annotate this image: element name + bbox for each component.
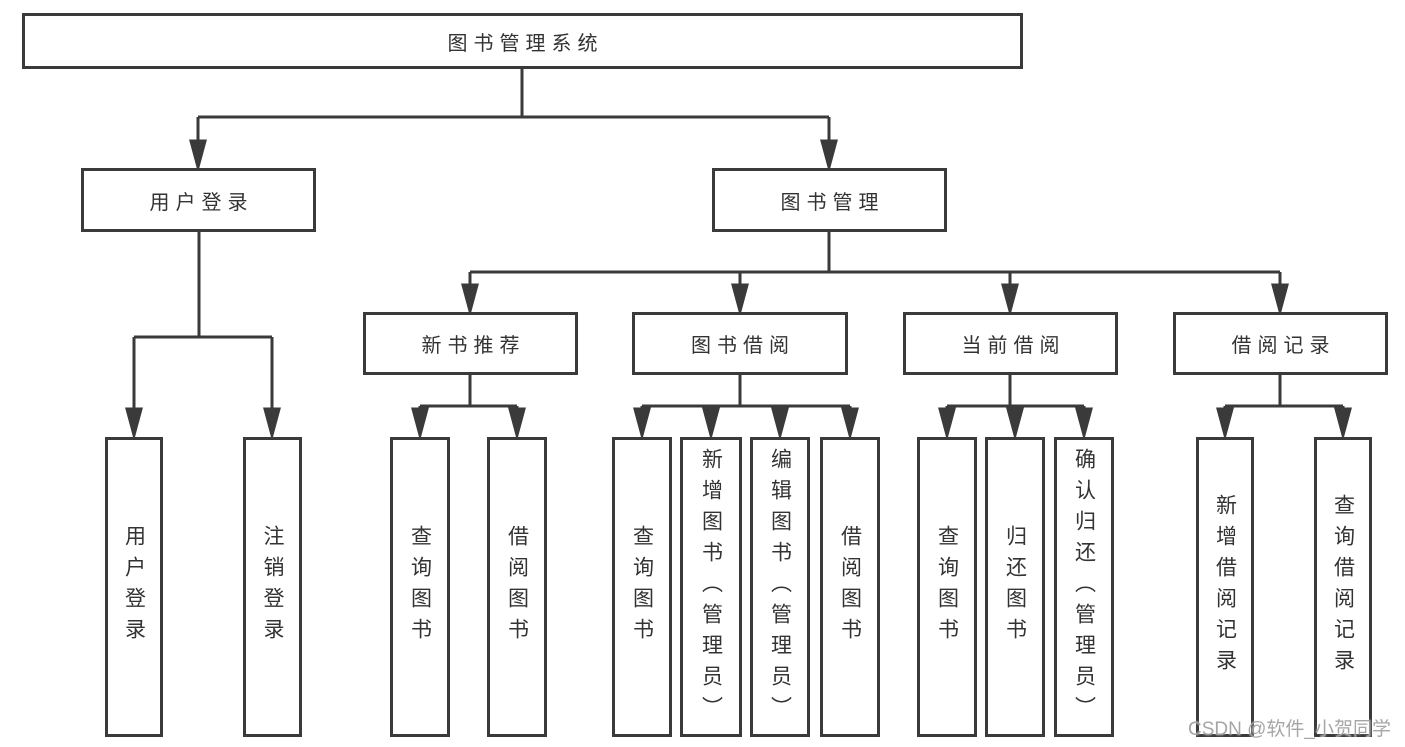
node-label: 编辑图书（管理员） [768, 447, 792, 727]
node-book-management: 图书管理 [712, 168, 947, 232]
node-user-login: 用户登录 [81, 168, 316, 232]
leaf-query-books-2: 查询图书 [612, 437, 672, 737]
connector-book-borrow-group [633, 375, 859, 441]
leaf-edit-books-admin: 编辑图书（管理员） [750, 437, 810, 737]
node-label: 查询借阅记录 [1331, 494, 1355, 680]
leaf-borrow-books-2: 借阅图书 [820, 437, 880, 737]
node-label: 用户登录 [149, 191, 254, 214]
leaf-return-books: 归还图书 [985, 437, 1045, 737]
node-label: 新书推荐 [421, 335, 526, 357]
node-borrow-record: 借阅记录 [1173, 312, 1388, 375]
csdn-watermark: CSDN @软件_小贺同学 [1188, 719, 1391, 740]
leaf-add-books-admin: 新增图书（管理员） [680, 437, 742, 737]
node-label: 归还图书 [1003, 525, 1027, 649]
leaf-logout: 注销登录 [243, 437, 302, 737]
node-label: 查询图书 [408, 525, 432, 649]
connector-borrow-record-group [1216, 375, 1352, 441]
node-label: 借阅图书 [505, 525, 529, 649]
connector-new-book-group [411, 375, 526, 441]
connector-root-to-level2 [189, 69, 838, 173]
node-label: 新增图书（管理员） [699, 447, 723, 727]
node-current-borrow: 当前借阅 [903, 312, 1118, 375]
connector-current-borrow-group [938, 375, 1093, 441]
node-label: 图书管理系统 [447, 32, 604, 55]
node-label: 查询图书 [935, 525, 959, 649]
leaf-add-borrow-record: 新增借阅记录 [1196, 437, 1254, 737]
node-label: 图书管理 [780, 191, 885, 214]
leaf-query-books-1: 查询图书 [390, 437, 450, 737]
node-label: 借阅图书 [838, 525, 862, 649]
node-label: 新增借阅记录 [1213, 494, 1237, 680]
node-label: 注销登录 [261, 525, 284, 649]
node-label: 图书借阅 [691, 335, 795, 357]
node-new-book-recommend: 新书推荐 [363, 312, 578, 375]
connector-user-login-group [125, 232, 281, 441]
leaf-borrow-books-1: 借阅图书 [487, 437, 547, 737]
node-label: 确认归还（管理员） [1072, 447, 1096, 727]
leaf-user-login: 用户登录 [105, 437, 163, 737]
node-label: 当前借阅 [961, 335, 1066, 357]
node-label: 查询图书 [630, 525, 654, 649]
leaf-query-borrow-record: 查询借阅记录 [1314, 437, 1372, 737]
node-label: 用户登录 [122, 525, 146, 649]
leaf-query-books-3: 查询图书 [917, 437, 977, 737]
node-label: 借阅记录 [1231, 335, 1336, 357]
connector-book-mgmt-to-level3 [461, 232, 1289, 317]
node-book-borrow: 图书借阅 [632, 312, 848, 375]
node-root-system: 图书管理系统 [22, 13, 1023, 69]
leaf-confirm-return-admin: 确认归还（管理员） [1054, 437, 1114, 737]
